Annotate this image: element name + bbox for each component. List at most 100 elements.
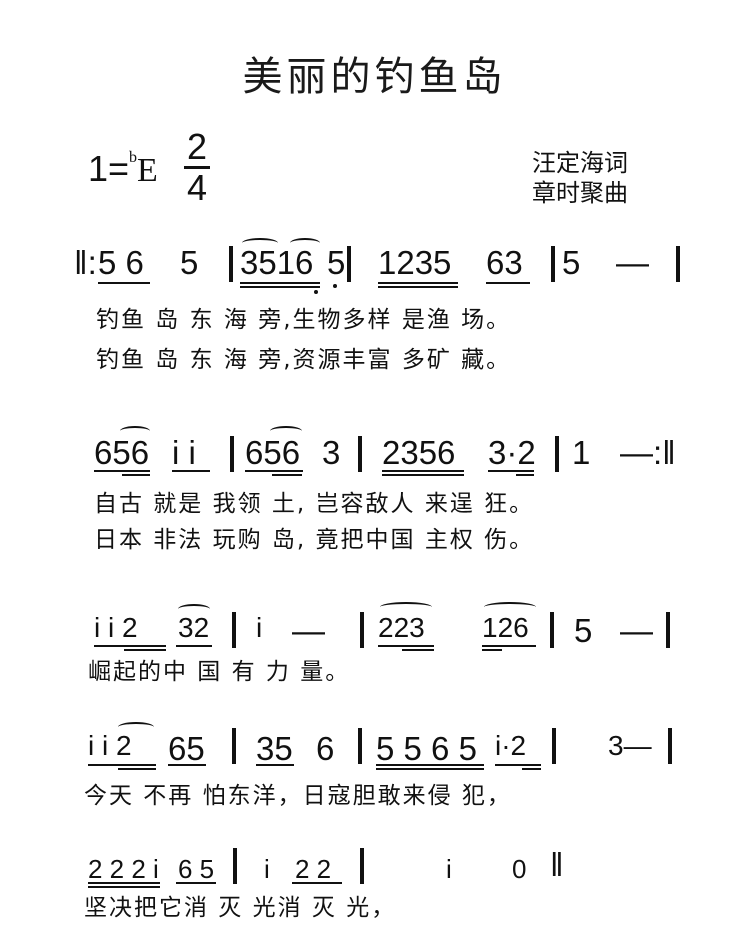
underline bbox=[272, 474, 302, 476]
note-group: i bbox=[264, 854, 270, 884]
flat-sign: b bbox=[129, 149, 138, 166]
dash: — bbox=[620, 612, 653, 649]
lyric-line: 坚决把它消 灭 光消 灭 光， bbox=[84, 895, 397, 921]
underline bbox=[168, 764, 206, 766]
dash: — bbox=[616, 244, 649, 281]
song-title: 美丽的钓鱼岛 bbox=[242, 54, 507, 100]
fraction-bar bbox=[184, 166, 210, 169]
slur bbox=[118, 722, 154, 732]
underline bbox=[292, 882, 342, 884]
note-group: 6 5 bbox=[178, 854, 215, 884]
bar-line bbox=[360, 612, 364, 648]
underline bbox=[486, 282, 530, 284]
bar-line bbox=[358, 436, 362, 472]
note-group: 1235 bbox=[378, 244, 452, 281]
note-group: 5 bbox=[180, 244, 199, 281]
underline bbox=[122, 474, 150, 476]
lyric-line: 崛起的中 国 有 力 量。 bbox=[88, 659, 351, 685]
lyric-verse-1: 自古 就是 我领 土, 岂容敌人 来逞 狂。 bbox=[94, 491, 535, 517]
lyric-verse-2: 钓鱼 岛 东 海 旁,资源丰富 多矿 藏。 bbox=[96, 347, 512, 373]
note-group: i i 2 bbox=[88, 730, 132, 761]
low-dot bbox=[333, 284, 337, 288]
note-group: i bbox=[256, 612, 263, 643]
note-group: 5 bbox=[574, 612, 593, 649]
lyric-line: 今天 不再 怕东洋，日寇胆敢来侵 犯， bbox=[84, 783, 512, 809]
underline bbox=[482, 649, 502, 651]
time-signature: 2 4 bbox=[184, 126, 210, 206]
bar-line bbox=[233, 848, 237, 884]
underline bbox=[482, 645, 536, 647]
bar-line bbox=[360, 848, 364, 884]
composer: 章时聚曲 bbox=[532, 179, 628, 207]
slur bbox=[290, 238, 320, 248]
note-group: i bbox=[446, 854, 452, 884]
underline bbox=[522, 768, 541, 770]
underline bbox=[88, 886, 160, 888]
note-group: 3516 bbox=[240, 244, 314, 281]
dash: — bbox=[292, 612, 325, 649]
note-group: 1 bbox=[572, 434, 591, 471]
slur bbox=[484, 602, 536, 612]
bar-line bbox=[232, 612, 236, 648]
lyric-verse-1: 钓鱼 岛 东 海 旁,生物多样 是渔 场。 bbox=[96, 307, 512, 333]
underline bbox=[176, 645, 212, 647]
key-note: E bbox=[137, 152, 158, 189]
rest: 0 bbox=[512, 854, 527, 884]
underline bbox=[176, 882, 216, 884]
note-group: 5 bbox=[562, 244, 581, 281]
bar-line bbox=[230, 436, 234, 472]
bar-line bbox=[347, 246, 351, 282]
note-group: 6 bbox=[316, 730, 335, 767]
underline bbox=[488, 470, 534, 472]
time-top: 2 bbox=[186, 126, 208, 167]
note-group: 223 bbox=[378, 612, 425, 643]
underline bbox=[124, 649, 166, 651]
note-group: 2356 bbox=[382, 434, 456, 471]
lyric-verse-2: 日本 非法 玩购 岛, 竟把中国 主权 伤。 bbox=[94, 527, 535, 553]
bar-line bbox=[552, 728, 556, 764]
bar-line bbox=[358, 728, 362, 764]
underline bbox=[94, 470, 150, 472]
final-barline: ‖ bbox=[550, 846, 564, 883]
note-group: 126 bbox=[482, 612, 529, 643]
slur bbox=[178, 604, 210, 614]
underline bbox=[378, 282, 458, 284]
underline bbox=[495, 764, 541, 766]
underline bbox=[94, 645, 166, 647]
underline bbox=[378, 645, 434, 647]
credits: 汪定海词 章时聚曲 bbox=[532, 148, 628, 208]
note-group: 2 2 2 i bbox=[88, 854, 159, 884]
note-group: 5 6 bbox=[98, 244, 144, 281]
bar-line bbox=[676, 246, 680, 282]
note-group: 32 bbox=[178, 612, 210, 643]
underline bbox=[245, 470, 303, 472]
note-group: i·2 bbox=[495, 730, 527, 761]
underline bbox=[240, 282, 320, 284]
repeat-end: —:‖ bbox=[620, 434, 676, 471]
note-group: 3— bbox=[608, 730, 652, 761]
underline bbox=[382, 470, 464, 472]
note-group: 65 bbox=[168, 730, 205, 767]
bar-line bbox=[229, 246, 233, 282]
note-group: 35 bbox=[256, 730, 293, 767]
underline bbox=[402, 649, 434, 651]
note-group: 63 bbox=[486, 244, 523, 281]
note-group: 656 bbox=[245, 434, 301, 471]
bar-line bbox=[668, 728, 672, 764]
slur bbox=[120, 426, 150, 436]
slur bbox=[380, 602, 432, 612]
underline bbox=[240, 286, 320, 288]
underline bbox=[378, 286, 458, 288]
bar-line bbox=[232, 728, 236, 764]
slur bbox=[242, 238, 278, 248]
bar-line bbox=[550, 612, 554, 648]
note-group: 5 5 6 5 bbox=[376, 730, 477, 767]
underline bbox=[382, 474, 464, 476]
underline bbox=[516, 474, 534, 476]
bar-line bbox=[551, 246, 555, 282]
note-group: 2 2 bbox=[295, 854, 332, 884]
underline bbox=[256, 764, 294, 766]
underline bbox=[172, 470, 210, 472]
slur bbox=[270, 426, 302, 436]
key-prefix: 1= bbox=[88, 148, 130, 189]
